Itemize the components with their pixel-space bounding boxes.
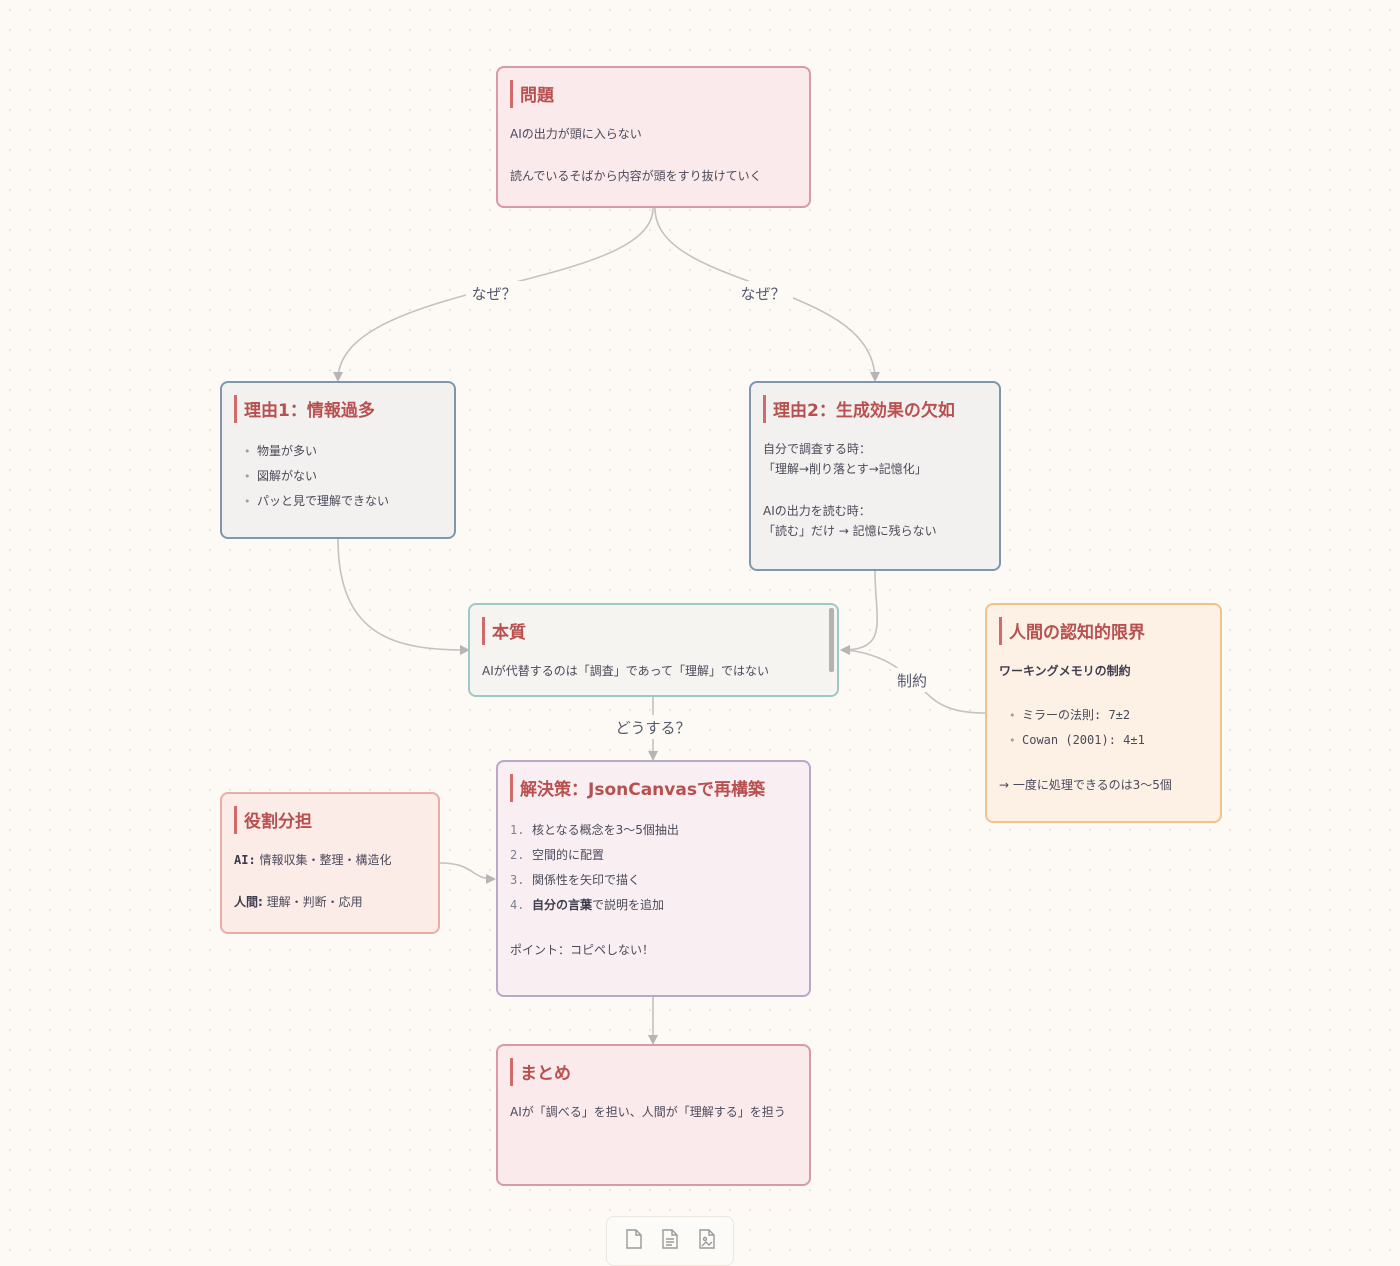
edge-label-constraint: 制約 (897, 672, 927, 690)
edge-label-why-left: なぜ？ (471, 285, 516, 303)
node-title: 人間の認知的限界 (999, 617, 1151, 645)
node-essence[interactable]: 本質 AIが代替するのは「調査」であって「理解」ではない (468, 603, 839, 697)
bullet-list: 物量が多い 図解がない パッと見で理解できない (234, 439, 442, 514)
edge-reason2-essence (840, 570, 878, 655)
list-item: ミラーの法則: 7±2 (1009, 703, 1208, 728)
scrollbar[interactable] (829, 608, 834, 672)
node-text: AIが「調べる」を担い、人間が「理解する」を担う (510, 1105, 786, 1119)
node-text: AIの出力を読む時： (763, 504, 871, 518)
new-file-icon[interactable] (624, 1229, 644, 1251)
node-text: → 一度に処理できるのは3〜5個 (999, 778, 1172, 792)
node-title: 役割分担 (234, 806, 318, 834)
node-text: 自分で調査する時： (763, 442, 872, 456)
node-summary[interactable]: まとめ AIが「調べる」を担い、人間が「理解する」を担う (496, 1044, 811, 1186)
node-text: AI: 情報収集・整理・構造化 (234, 853, 392, 867)
node-text: 「読む」だけ → 記憶に残らない (763, 524, 937, 538)
list-item: 1.核となる概念を3〜5個抽出 (510, 823, 679, 837)
document-icon[interactable] (660, 1229, 680, 1251)
node-reason2[interactable]: 理由2：生成効果の欠如 自分で調査する時： 「理解→削り落とす→記憶化」 AIの… (749, 381, 1001, 571)
node-text: 読んでいるそばから内容が頭をすり抜けていく (510, 169, 762, 183)
node-text: AIが代替するのは「調査」であって「理解」ではない (482, 664, 770, 678)
node-text: AIの出力が頭に入らない (510, 127, 642, 141)
canvas-toolbar (606, 1216, 734, 1266)
node-title: 本質 (482, 617, 532, 645)
edge-label-why-right: なぜ？ (740, 285, 785, 303)
node-title: 解決策：JsonCanvasで再構築 (510, 774, 771, 802)
edge-roles-solution (439, 862, 496, 884)
bullet-list: ミラーの法則: 7±2 Cowan (2001): 4±1 (999, 703, 1208, 753)
list-item: 図解がない (244, 464, 442, 489)
node-roles[interactable]: 役割分担 AI: 情報収集・整理・構造化 人間: 理解・判断・応用 (220, 792, 440, 934)
node-reason1[interactable]: 理由1：情報過多 物量が多い 図解がない パッと見で理解できない (220, 381, 456, 539)
step-list: 1.核となる概念を3〜5個抽出 2.空間的に配置 3.関係性を矢印で描く 4.自… (510, 818, 797, 918)
list-item: 2.空間的に配置 (510, 848, 605, 862)
node-title: 理由2：生成効果の欠如 (763, 395, 961, 423)
node-title: まとめ (510, 1058, 577, 1086)
node-title: 理由1：情報過多 (234, 395, 381, 423)
list-item: パッと見で理解できない (244, 489, 442, 514)
node-title: 問題 (510, 80, 560, 108)
node-text: ポイント：コピペしない！ (510, 943, 655, 957)
list-item: 3.関係性を矢印で描く (510, 873, 641, 887)
node-subtitle: ワーキングメモリの制約 (999, 664, 1131, 678)
node-text: 人間: 理解・判断・応用 (234, 895, 363, 909)
node-cognitive-limits[interactable]: 人間の認知的限界 ワーキングメモリの制約 ミラーの法則: 7±2 Cowan (… (985, 603, 1222, 823)
node-problem[interactable]: 問題 AIの出力が頭に入らない 読んでいるそばから内容が頭をすり抜けていく (496, 66, 811, 208)
list-item: 物量が多い (244, 439, 442, 464)
list-item: 4.自分の言葉で説明を追加 (510, 898, 665, 912)
image-file-icon[interactable] (697, 1229, 717, 1251)
node-text: 「理解→削り落とす→記憶化」 (763, 462, 927, 476)
list-item: Cowan (2001): 4±1 (1009, 728, 1208, 753)
edge-label-how: どうする？ (615, 719, 690, 737)
node-solution[interactable]: 解決策：JsonCanvasで再構築 1.核となる概念を3〜5個抽出 2.空間的… (496, 760, 811, 997)
edge-reason1-essence (337, 538, 470, 655)
